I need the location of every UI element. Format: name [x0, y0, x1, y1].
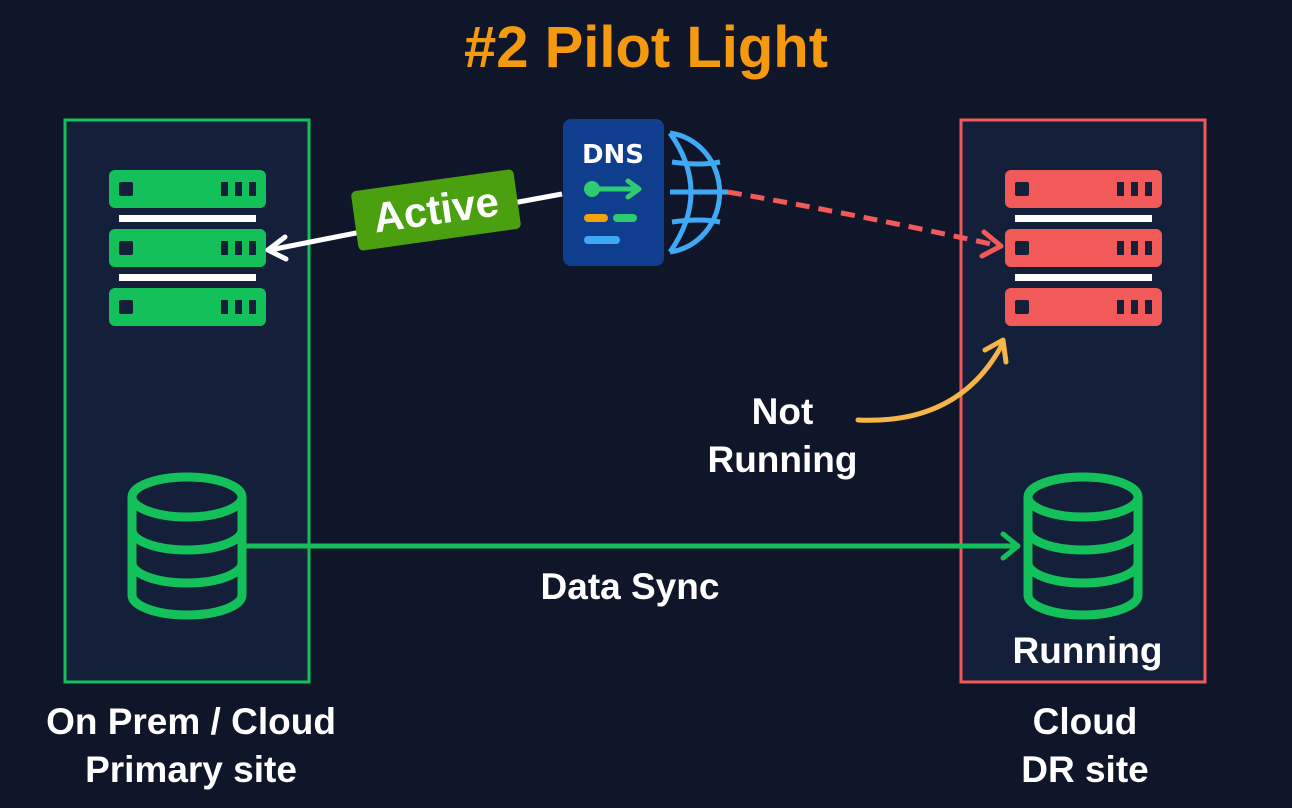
dr-database-icon [1023, 472, 1143, 620]
primary-site-label-line1: On Prem / Cloud [46, 701, 336, 742]
dns-label: DNS [581, 140, 645, 170]
dr-site-box [959, 118, 1207, 684]
not-running-arrow [855, 337, 1009, 423]
primary-server-stack-icon [109, 170, 266, 326]
data-sync-label: Data Sync [540, 566, 720, 607]
dr-site-label-line1: Cloud [1032, 701, 1138, 742]
not-running-label: Not Running [690, 388, 875, 484]
globe-icon [667, 130, 728, 255]
data-sync-arrow [246, 531, 1021, 561]
page-title: #2 Pilot Light [463, 15, 829, 80]
not-running-line2: Running [707, 439, 858, 480]
not-running-line1: Not [751, 391, 814, 432]
dr-site-label-line2: DR site [1021, 749, 1149, 790]
primary-database-icon [127, 472, 247, 620]
dr-server-stack-icon [1005, 170, 1162, 326]
dr-database-status: Running [1012, 630, 1163, 671]
primary-site-label: On Prem / Cloud Primary site [20, 698, 362, 794]
primary-site-box [63, 118, 311, 684]
standby-route-arrow [727, 189, 1004, 259]
primary-site-label-line2: Primary site [85, 749, 297, 790]
dr-site-label: Cloud DR site [960, 698, 1210, 794]
dns-document-icon [563, 119, 664, 266]
